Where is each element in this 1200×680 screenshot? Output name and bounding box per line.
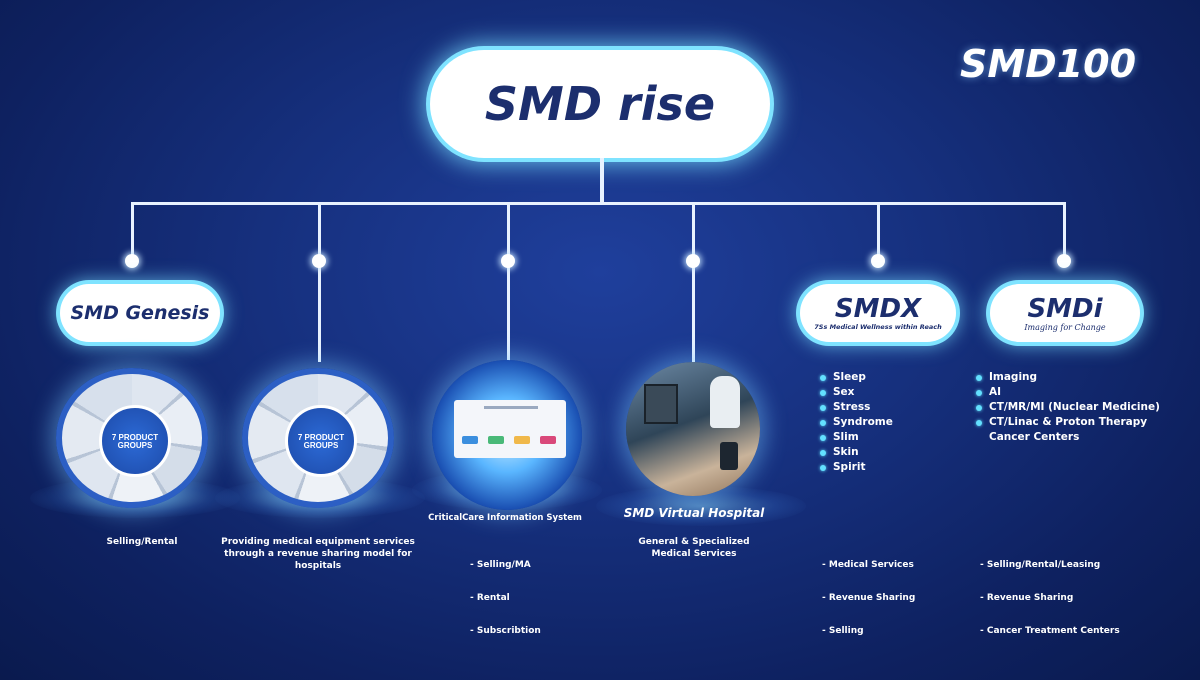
root-title: SMD rise <box>484 77 716 131</box>
revenue-wheel-center: 7 PRODUCT GROUPS <box>285 405 357 477</box>
virtual-hospital-title: SMD Virtual Hospital <box>623 506 765 520</box>
revenue-description-line-1: Providing medical equipment services <box>221 537 415 547</box>
criticalcare-bullets: - Selling/MA - Rental - Subscribtion <box>470 538 541 648</box>
revenue-product-wheel: 7 PRODUCT GROUPS <box>242 368 394 508</box>
branch-line-2 <box>318 202 321 362</box>
smdx-bullets: - Medical Services - Revenue Sharing - S… <box>822 538 915 648</box>
screen-block-3 <box>514 436 530 444</box>
branch-line-5 <box>877 202 880 260</box>
smdi-label: SMDi <box>1027 293 1103 324</box>
screen-block-4 <box>540 436 556 444</box>
connector-node-4 <box>686 254 700 268</box>
connector-node-5 <box>871 254 885 268</box>
screen-block-2 <box>488 436 504 444</box>
bullet-dot-icon <box>820 374 826 381</box>
smdi-list: Imaging AI CT/MR/MI (Nuclear Medicine) C… <box>976 370 1160 445</box>
smdi-bullet-1: - Selling/Rental/Leasing <box>980 560 1101 570</box>
criticalcare-bullet-1: - Selling/MA <box>470 560 531 570</box>
smdx-list-item: Slim <box>820 430 893 445</box>
root-node: SMD rise <box>430 50 770 158</box>
smdx-list-item: Sleep <box>820 370 893 385</box>
smdi-pill: SMDi Imaging for Change <box>990 284 1140 342</box>
smdi-tagline: Imaging for Change <box>1024 322 1106 332</box>
genesis-wheel-center: 7 PRODUCT GROUPS <box>99 405 171 477</box>
smdx-bullet-1: - Medical Services <box>822 560 914 570</box>
trunk-line <box>600 158 604 204</box>
smdx-bullet-3: - Selling <box>822 626 864 636</box>
revenue-wheel-caption: 7 PRODUCT GROUPS <box>297 432 345 450</box>
brand-logo: SMD100 <box>960 42 1137 86</box>
smdx-bullet-2: - Revenue Sharing <box>822 593 916 603</box>
smdx-item-label: Sex <box>833 386 855 398</box>
revenue-description-line-2: through a revenue sharing model for hosp… <box>224 549 412 571</box>
smdx-item-label: Slim <box>833 431 859 443</box>
branch-line-3 <box>507 202 510 362</box>
smdx-list-item: Syndrome <box>820 415 893 430</box>
smdx-pill: SMDX 7Ss Medical Wellness within Reach <box>800 284 956 342</box>
genesis-label: SMD Genesis <box>70 302 210 324</box>
branch-line-1 <box>131 202 134 260</box>
smdx-label: SMDX <box>834 294 922 324</box>
bullet-dot-icon <box>976 404 982 411</box>
bullet-dot-icon <box>976 419 982 426</box>
smdx-item-label: Spirit <box>833 461 866 473</box>
screen-header-bar <box>484 406 538 409</box>
connector-node-3 <box>501 254 515 268</box>
genesis-description: Selling/Rental <box>106 537 178 547</box>
genesis-pill: SMD Genesis <box>60 284 220 342</box>
screen-block-1 <box>462 436 478 444</box>
smdx-item-label: Sleep <box>833 371 866 383</box>
genesis-wheel-caption: 7 PRODUCT GROUPS <box>111 432 159 450</box>
smdi-bullets: - Selling/Rental/Leasing - Revenue Shari… <box>980 538 1120 648</box>
smdi-item-label: CT/Linac & Proton Therapy <box>989 416 1148 428</box>
virtual-description-line-2: Medical Services <box>651 549 737 559</box>
criticalcare-title: CriticalCare Information System <box>428 513 582 523</box>
smdi-item-label: AI <box>989 386 1002 398</box>
branch-line-6 <box>1063 202 1066 260</box>
bullet-dot-icon <box>820 464 826 471</box>
criticalcare-graphic <box>432 360 582 510</box>
smdi-list-item: CT/Linac & Proton Therapy <box>976 415 1160 430</box>
criticalcare-bullet-3: - Subscribtion <box>470 626 541 636</box>
bullet-dot-icon <box>820 419 826 426</box>
smdi-item-label: CT/MR/MI (Nuclear Medicine) <box>989 401 1160 413</box>
photo-screen <box>644 384 678 424</box>
smdi-list-item: Imaging <box>976 370 1160 385</box>
smdx-list-item: Sex <box>820 385 893 400</box>
bullet-dot-icon <box>976 389 982 396</box>
bullet-dot-icon <box>820 404 826 411</box>
smdi-list-item: CT/MR/MI (Nuclear Medicine) <box>976 400 1160 415</box>
connector-node-6 <box>1057 254 1071 268</box>
bullet-dot-icon <box>820 434 826 441</box>
smdx-item-label: Stress <box>833 401 871 413</box>
revenue-description: Providing medical equipment services thr… <box>200 536 436 572</box>
criticalcare-screen <box>454 400 566 458</box>
criticalcare-bullet-2: - Rental <box>470 593 510 603</box>
connector-node-1 <box>125 254 139 268</box>
smdi-item-label: Imaging <box>989 371 1038 383</box>
smdx-item-label: Syndrome <box>833 416 893 428</box>
bullet-dot-icon <box>820 449 826 456</box>
smdi-bullet-2: - Revenue Sharing <box>980 593 1074 603</box>
virtual-description-line-1: General & Specialized <box>638 537 750 547</box>
smdx-list: Sleep Sex Stress Syndrome Slim Skin Spir… <box>820 370 893 475</box>
smdx-tagline: 7Ss Medical Wellness within Reach <box>814 323 942 331</box>
smdx-list-item: Skin <box>820 445 893 460</box>
bullet-dot-icon <box>976 374 982 381</box>
genesis-product-wheel: 7 PRODUCT GROUPS <box>56 368 208 508</box>
virtual-description: General & Specialized Medical Services <box>614 536 774 560</box>
smdi-list-item: AI <box>976 385 1160 400</box>
branch-line-4 <box>692 202 695 362</box>
smdx-item-label: Skin <box>833 446 859 458</box>
virtual-hospital-photo <box>626 362 760 496</box>
smdx-list-item: Spirit <box>820 460 893 475</box>
bullet-dot-icon <box>820 389 826 396</box>
smdi-list-continuation: Cancer Centers <box>989 431 1080 443</box>
photo-doctor <box>710 376 740 428</box>
smdx-list-item: Stress <box>820 400 893 415</box>
photo-phone <box>720 442 738 470</box>
smdi-bullet-3: - Cancer Treatment Centers <box>980 626 1120 636</box>
connector-node-2 <box>312 254 326 268</box>
horizontal-connector <box>131 202 1066 205</box>
